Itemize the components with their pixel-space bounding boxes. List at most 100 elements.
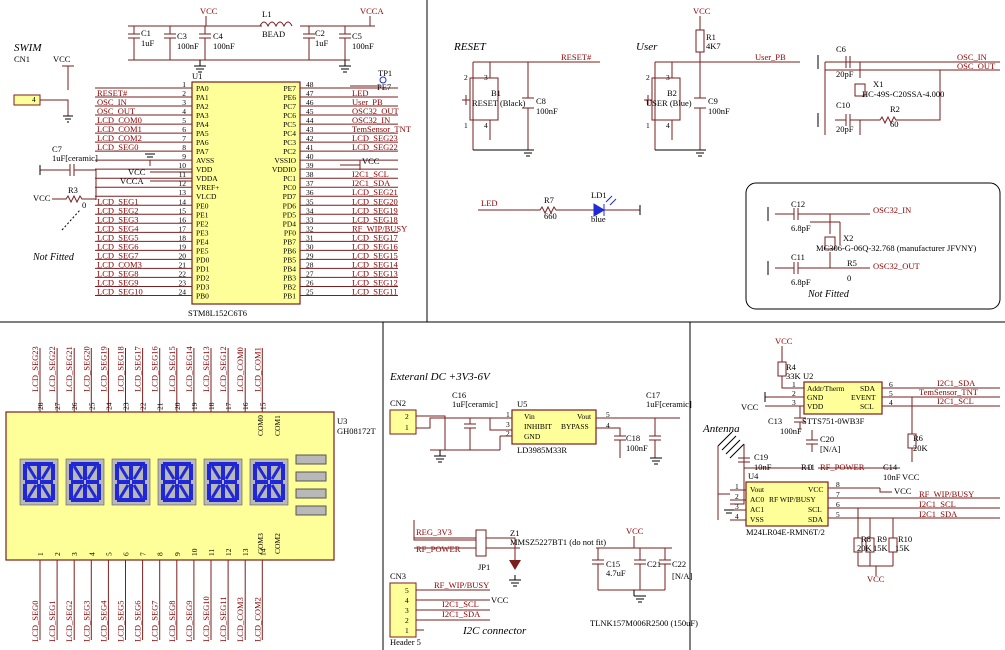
not-fitted-label-2: Not Fitted: [807, 289, 850, 300]
r4-wire: [781, 346, 804, 389]
lcd-segment: [117, 480, 130, 484]
mcu-net-label: LCD_SEG10: [97, 286, 143, 296]
r8-resistor: [853, 537, 863, 553]
mcu-net-label: LCD_SEG23: [352, 133, 398, 143]
mcu-net-label: LCD_SEG17: [352, 232, 398, 242]
lcd-segment: [253, 464, 257, 480]
mcu-pin-name: PB5: [283, 255, 296, 264]
c20-ref: C20: [820, 434, 834, 444]
b1-ref: B1: [491, 88, 501, 98]
lcd-pin-number: 27: [53, 402, 62, 410]
mcu-net-label: LCD_SEG19: [352, 205, 398, 215]
u5-ref: U5: [517, 399, 527, 409]
lcd-pin-number: 4: [87, 552, 96, 556]
c4-ref: C4: [213, 31, 224, 41]
swim-wire: [40, 99, 69, 116]
lcd-bottom-pins: 1LCD_SEG02LCD_SEG13LCD_SEG24LCD_SEG35LCD…: [30, 548, 267, 642]
supply-rail: [128, 16, 375, 27]
lcd-segment: [69, 464, 73, 480]
mcu-net-label: LCD_SEG2: [97, 205, 139, 215]
vcc-r3: VCC: [33, 193, 51, 203]
lcd-segment: [270, 480, 283, 484]
lcd-segment: [224, 465, 236, 480]
lcd-segment: [189, 464, 193, 480]
cn2-pin1: 1: [405, 423, 409, 432]
lcd-part: GH08172T: [337, 426, 377, 436]
tp1-net: PE7: [377, 82, 391, 92]
lcd-segment: [267, 484, 271, 500]
u2-p5: 5: [889, 389, 893, 398]
mcu-net-label: LCD_SEG5: [97, 232, 139, 242]
cn3-sda: I2C1_SDA: [442, 609, 481, 619]
c3-val: 100nF: [177, 41, 199, 51]
mcu-pin-name: PC1: [283, 174, 296, 183]
lcd-net-label: LCD_SEG6: [133, 600, 143, 642]
mcu-pin-number: 36: [306, 188, 314, 197]
mcu-net-label: LCD_COM2: [97, 133, 142, 143]
u4-pin-number: 7: [836, 490, 840, 499]
x1-ref: X1: [873, 79, 883, 89]
lcd-segment: [270, 484, 282, 499]
mcu-pin-number: 26: [306, 278, 314, 287]
lcd-net-label: LCD_COM1: [252, 347, 262, 392]
lcd-digit: [203, 458, 243, 506]
mcu-pin-number: 2: [182, 89, 186, 98]
ground-symbol: [633, 590, 646, 603]
mcu-ref: U1: [192, 71, 202, 81]
r8-ref: R8: [861, 534, 871, 544]
c17-val: 1uF[ceramic]: [646, 399, 692, 409]
mcu-pin-number: 9: [182, 152, 186, 161]
lcd-pin-number: 18: [207, 402, 216, 410]
c16-ref: C16: [452, 390, 466, 400]
mcu-pin-number: 7: [182, 134, 186, 143]
u4-part: M24LR04E-RMN6T/2: [746, 527, 825, 537]
mcu-pin-name: PC6: [283, 111, 296, 120]
supply-wires: [149, 160, 192, 182]
u4-scl: SCL: [808, 505, 822, 514]
mcu-pin-number: 29: [306, 251, 314, 260]
user-button-actuator: [644, 95, 652, 105]
c18-ref: C18: [626, 433, 640, 443]
user-pb-net: User_PB: [755, 52, 786, 62]
mcu-pin-name: VLCD: [196, 192, 217, 201]
lcd-pin-number: 3: [70, 552, 79, 556]
mcu-pin-name: PC4: [283, 129, 296, 138]
lcd-segment: [132, 465, 144, 480]
mcu-pin-name: PD7: [283, 192, 297, 201]
mcu-net-label: OSC32_IN: [352, 115, 390, 125]
lcd-segment: [210, 465, 222, 480]
lcd-pin-number: 11: [207, 549, 216, 556]
mcu-pin-name: PA5: [196, 129, 209, 138]
lcd-segment: [224, 484, 236, 499]
mcu-pin-number: 4: [182, 107, 186, 116]
c3-ref: C3: [177, 31, 187, 41]
mcu-pin-name: PD0: [196, 255, 210, 264]
lcd-net-label: LCD_COM3: [235, 597, 245, 642]
u4-ac1: AC1: [750, 505, 764, 514]
r11-ref: R11: [801, 462, 815, 472]
lcd-segment: [26, 465, 38, 480]
mcu-pin-name: PE4: [196, 237, 209, 246]
cn3-part: Header 5: [390, 637, 421, 647]
lcd-segment: [178, 484, 190, 499]
mcu-pin-number: 3: [182, 98, 186, 107]
mcu-pin-number: 32: [306, 224, 314, 233]
r9-val: 15K: [873, 543, 889, 553]
c17-ref: C17: [646, 390, 660, 400]
vcc-caps: VCC: [626, 526, 644, 536]
cn3-pin-number: 2: [405, 616, 409, 625]
power-output-wires: [596, 417, 680, 458]
lcd-net-label: LCD_SEG9: [184, 600, 194, 642]
mcu-pin-number: 13: [179, 188, 187, 197]
mcu-pin-name: PA2: [196, 102, 209, 111]
c20-cap: [806, 430, 818, 452]
u2-gnd: GND: [807, 393, 824, 402]
z1-ref: Z1: [510, 528, 519, 538]
cn3-wires: [416, 589, 490, 631]
mcu-pin-number: 31: [306, 233, 314, 242]
b1-label: RESET (Black): [472, 98, 526, 108]
led-rays: [605, 195, 617, 206]
vcc-u2: VCC: [741, 402, 759, 412]
mcu-pin-name: VDD: [196, 165, 213, 174]
b1-pin4: 4: [484, 121, 488, 130]
